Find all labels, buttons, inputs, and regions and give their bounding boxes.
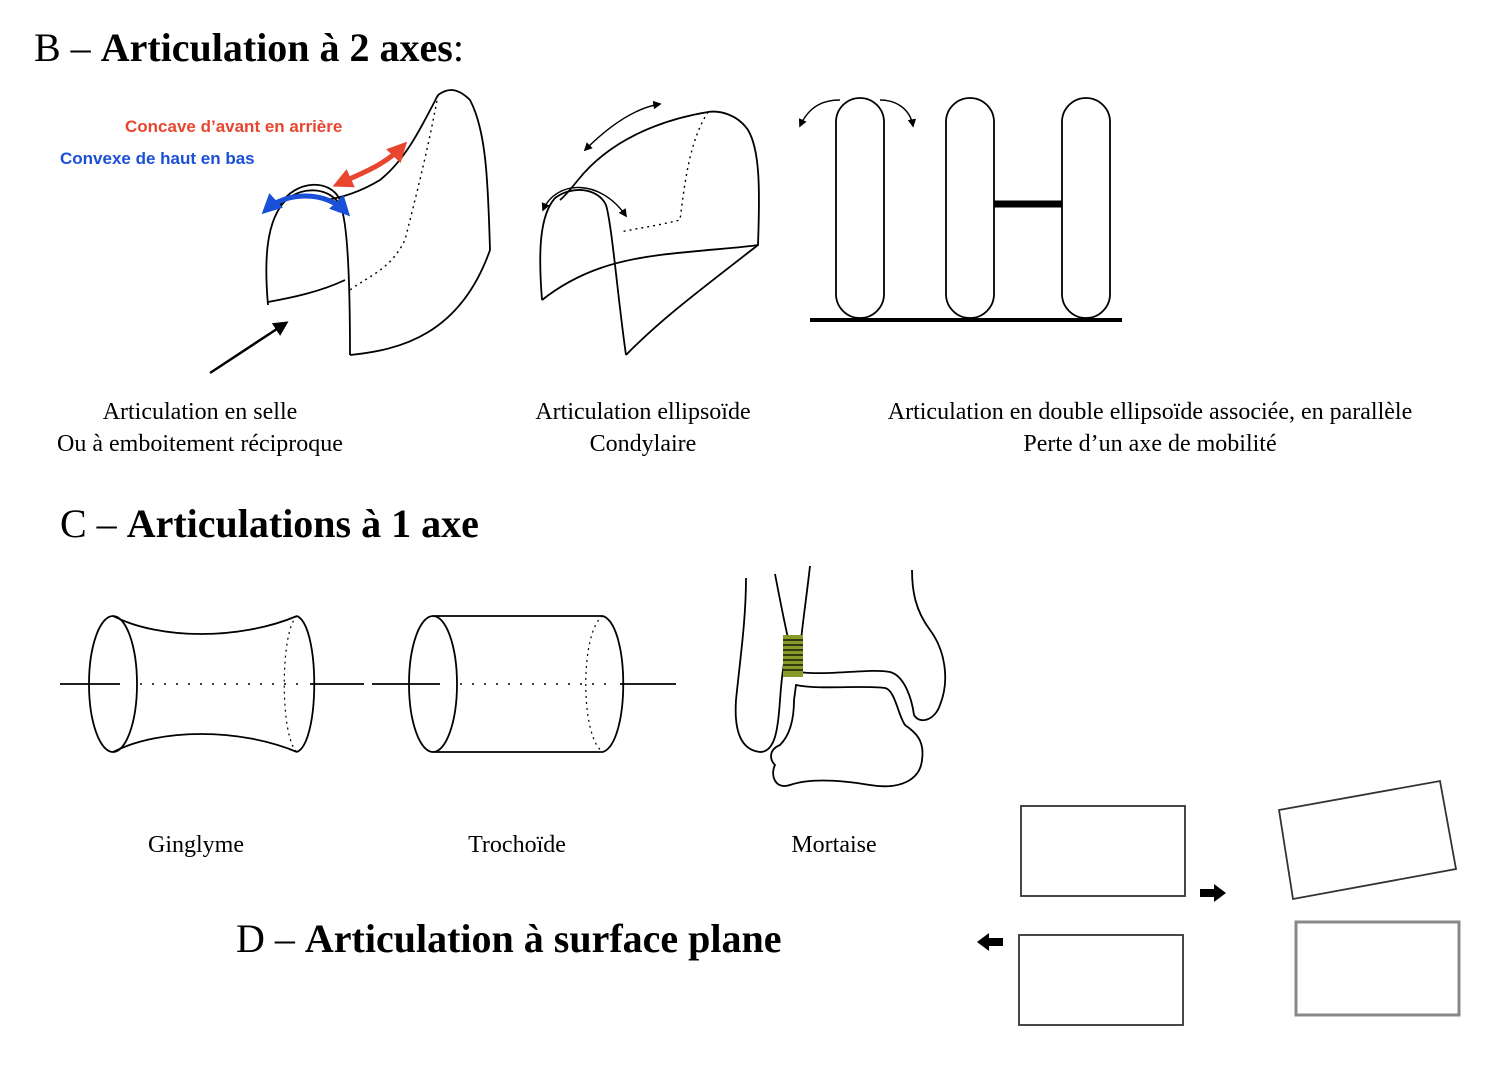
heading-c-prefix: C – [60, 501, 127, 546]
caption-ellipsoide: Articulation ellipsoïde Condylaire [483, 396, 803, 460]
heading-c-title: Articulations à 1 axe [126, 501, 479, 546]
heading-d: D – Articulation à surface plane [236, 915, 782, 962]
caption-double-line1: Articulation en double ellipsoïde associ… [887, 399, 1413, 425]
caption-double-line2: Perte d’un axe de mobilité [1023, 431, 1277, 457]
annotation-convexe: Convexe de haut en bas [60, 149, 255, 168]
saddle-joint-drawing [209, 89, 491, 375]
ellipsoid-joint-drawing [539, 100, 760, 356]
heading-d-title: Articulation à surface plane [304, 916, 782, 961]
caption-double: Articulation en double ellipsoïde associ… [830, 396, 1470, 460]
caption-mortaise: Mortaise [791, 832, 877, 858]
heading-c: C – Articulations à 1 axe [60, 500, 479, 547]
heading-d-prefix: D – [236, 916, 305, 961]
mortaise-ligament [783, 635, 803, 677]
saddle-color-arrows [261, 141, 408, 217]
ginglyme-drawing [60, 615, 364, 753]
trochoide-drawing [372, 615, 676, 753]
caption-ellipsoide-line2: Condylaire [589, 431, 697, 457]
caption-selle: Articulation en selle Ou à emboitement r… [0, 396, 400, 460]
plane-surface-drawing [1018, 779, 1461, 1026]
heading-b: B – Articulation à 2 axes: [34, 24, 464, 71]
caption-selle-line2: Ou à emboitement réciproque [57, 431, 343, 457]
caption-ginglyme: Ginglyme [148, 832, 244, 858]
annotation-concave: Concave d’avant en arrière [125, 117, 343, 136]
mortaise-drawing [734, 565, 947, 788]
double-ellipsoid-drawing [798, 97, 1122, 322]
heading-b-prefix: B – [34, 25, 101, 70]
caption-trochoide: Trochoïde [468, 832, 566, 858]
caption-ellipsoide-line1: Articulation ellipsoïde [535, 399, 751, 425]
caption-selle-line1: Articulation en selle [102, 399, 298, 425]
heading-b-suffix: : [452, 25, 464, 70]
plane-surface-arrows [977, 884, 1226, 951]
heading-b-title: Articulation à 2 axes [100, 25, 453, 70]
